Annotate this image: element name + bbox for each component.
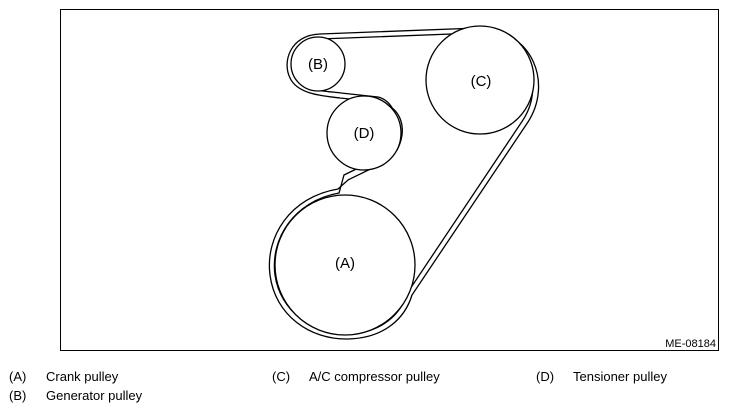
legend-text: Tensioner pulley — [573, 369, 667, 384]
pulley-b-label: (B) — [308, 56, 328, 73]
diagram-frame — [60, 9, 719, 351]
legend-key: (A) — [9, 369, 27, 384]
legend-key: (D) — [536, 369, 555, 384]
legend-key: (C) — [272, 369, 291, 384]
pulley-a-label: (A) — [335, 255, 355, 272]
pulley-d-label: (D) — [354, 125, 375, 142]
pulley-d-circle — [326, 95, 402, 171]
legend-text: Crank pulley — [46, 369, 119, 384]
reference-code: ME-08184 — [665, 338, 716, 350]
legend-key: (B) — [9, 388, 27, 403]
legend-text: A/C compressor pulley — [309, 369, 440, 384]
pulley-b-circle — [290, 36, 346, 92]
pulley-c-circle — [425, 25, 535, 135]
pulley-a-circle — [274, 194, 416, 336]
pulley-c-label: (C) — [471, 73, 492, 90]
legend-text: Generator pulley — [46, 388, 143, 403]
